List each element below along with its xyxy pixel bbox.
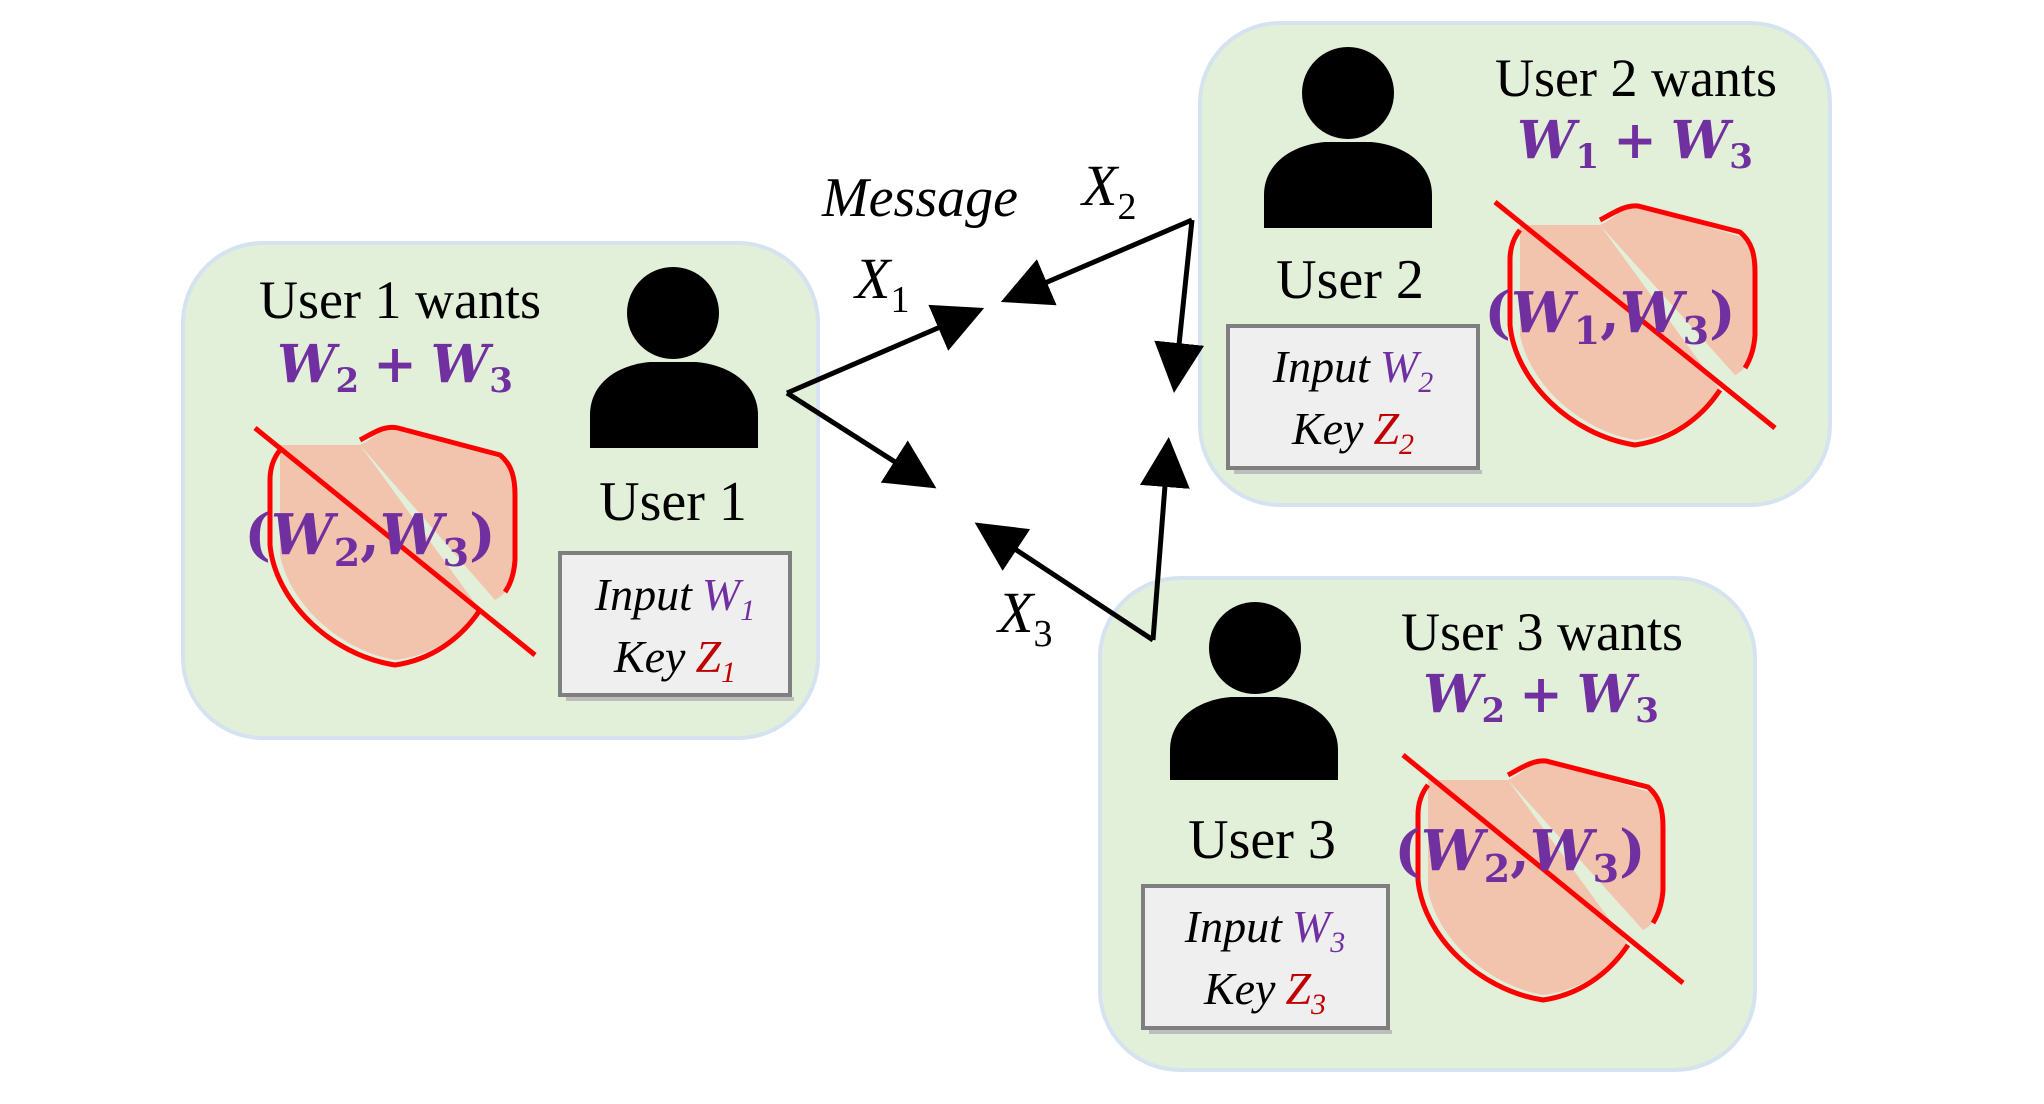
user1-slash-icon [253,426,537,657]
x1-label: X1 [853,246,909,321]
message-label: Message [821,167,1018,229]
arrow-user2-to-user1 [1000,217,1193,306]
user3-slash-icon [1401,753,1685,985]
user3-wants-label: User 3 wants [1401,602,1683,662]
arrow-user2-to-user3 [1154,219,1205,393]
user1-shield-icon [253,424,537,668]
x2-label: X2 [1080,153,1136,228]
user3-person-icon [1170,602,1338,780]
user1-demand: W2+W3 [277,334,513,401]
arrow-user1-to-user3 [785,390,937,489]
user3-demand: W2+W3 [1423,664,1659,731]
user2-slash-icon [1493,200,1777,430]
user3-blocked-pair: (W2,W3) [1394,818,1645,891]
user1-blocked-pair: (W2,W3) [244,502,495,575]
user3-shield-icon [1401,753,1685,1003]
user3-name: User 3 [1188,809,1336,871]
x3-label: X3 [996,580,1052,655]
user1-wants-label: User 1 wants [259,270,541,330]
arrow-user3-to-user2 [1139,437,1190,641]
message-arrows [785,217,1205,643]
user2-name: User 2 [1276,249,1424,311]
arrow-user1-to-user2 [786,304,985,396]
user1-person-icon [590,267,758,448]
user2-wants-label: User 2 wants [1495,48,1777,108]
user2-blocked-pair: (W1,W3) [1484,280,1735,353]
user1-name: User 1 [599,471,747,533]
user2-person-icon [1264,47,1432,228]
arrow-user3-to-user1 [974,522,1155,643]
user2-demand: W1+W3 [1517,110,1753,177]
user2-shield-icon [1493,200,1777,448]
